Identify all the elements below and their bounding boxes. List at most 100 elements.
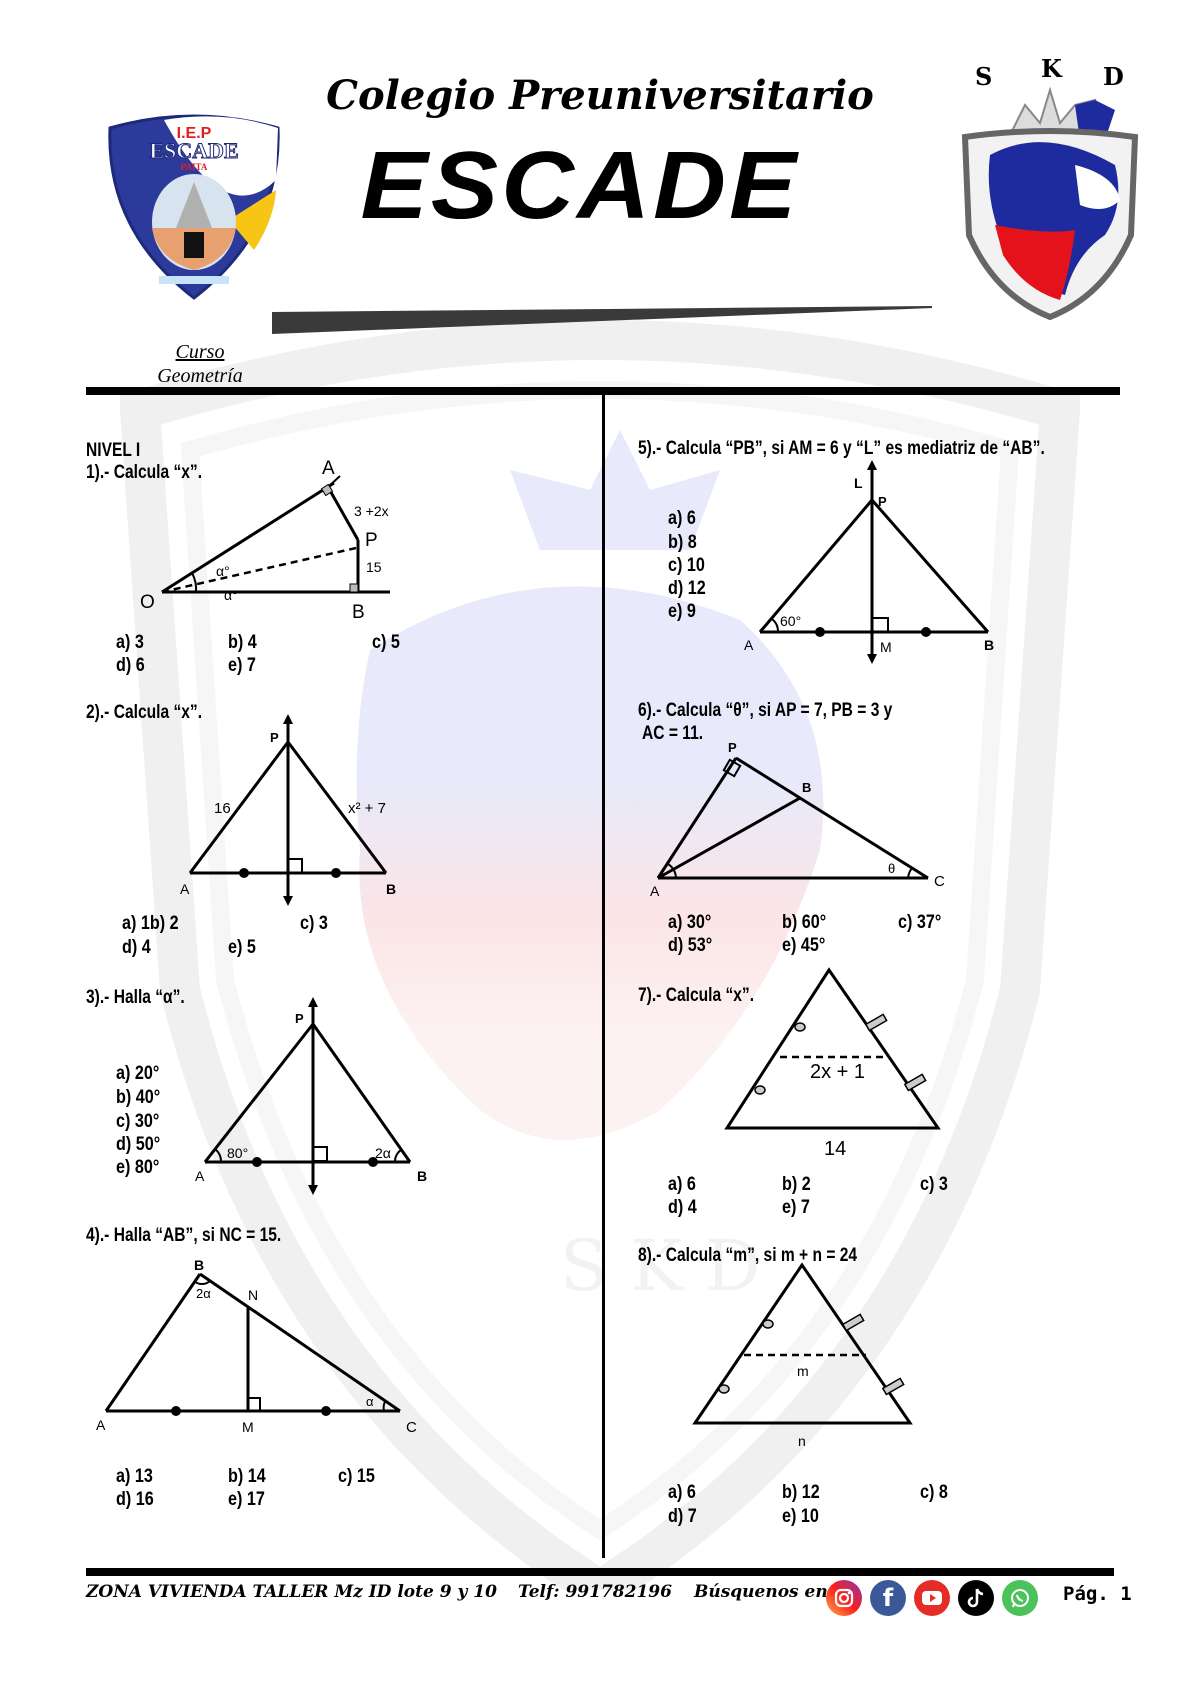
instagram-icon[interactable] [826,1580,862,1616]
option-d[interactable]: d) 50° [116,1134,161,1155]
option-e[interactable]: e) 10 [782,1506,819,1527]
option-d[interactable]: d) 7 [668,1506,697,1527]
svg-text:2α: 2α [375,1145,391,1161]
svg-text:P: P [728,740,737,755]
footer-phone: Telf: 991782196 [518,1582,672,1602]
youtube-icon[interactable] [914,1580,950,1616]
option-a[interactable]: a) 6 [668,508,696,529]
option-e[interactable]: e) 9 [668,601,696,622]
svg-text:N: N [248,1287,258,1303]
question-6-title: 6).- Calcula “θ”, si AP = 7, PB = 3 y [638,700,893,721]
option-a[interactable]: a) 30° [668,912,712,933]
svg-text:B: B [194,1257,204,1273]
header-subtitle: Colegio Preuniversitario [326,72,874,119]
bottom-rule [86,1568,1114,1576]
skd-lion-logo: S K D [961,55,1139,320]
option-b[interactable]: b) 60° [782,912,827,933]
svg-text:α: α [366,1394,374,1409]
facebook-icon[interactable]: f [870,1580,906,1616]
option-a[interactable]: a) 6 [668,1174,696,1195]
option-c[interactable]: c) 3 [300,913,328,934]
option-c[interactable]: c) 3 [920,1174,948,1195]
school-crest-logo: I.E.P ESCADE PAITA [108,114,280,300]
option-c[interactable]: c) 5 [372,632,400,653]
svg-text:15: 15 [366,559,382,575]
svg-text:n: n [798,1433,806,1449]
option-d[interactable]: d) 16 [116,1489,154,1510]
page-number: Pág. 1 [1063,1583,1132,1605]
svg-text:A: A [195,1168,205,1184]
option-c[interactable]: c) 15 [338,1466,375,1487]
option-b[interactable]: b) 4 [228,632,257,653]
header-divider-swoosh [272,306,932,334]
question-1-figure: O A B P 3 +2x 15 α° α° [140,458,390,623]
svg-text:80°: 80° [227,1145,248,1161]
option-b[interactable]: b) 12 [782,1482,820,1503]
option-a[interactable]: a) 1b) 2 [122,913,179,934]
option-a[interactable]: a) 13 [116,1466,153,1487]
course-name: Geometría [157,365,243,387]
option-c[interactable]: c) 10 [668,555,705,576]
svg-text:m: m [797,1363,809,1379]
option-c[interactable]: c) 37° [898,912,942,933]
svg-text:B: B [417,1168,427,1184]
svg-text:A: A [744,637,754,653]
svg-text:A: A [650,883,660,899]
option-b[interactable]: b) 8 [668,532,697,553]
svg-text:D: D [1103,62,1124,91]
option-b[interactable]: b) 2 [782,1174,811,1195]
svg-text:L: L [854,475,863,491]
svg-text:A: A [96,1417,106,1433]
svg-text:S K D: S K D [560,1225,761,1307]
option-d[interactable]: d) 12 [668,578,706,599]
svg-text:I.E.P: I.E.P [177,125,212,142]
svg-text:B: B [352,602,365,623]
svg-text:B: B [386,881,396,897]
svg-text:P: P [270,730,279,745]
svg-text:S: S [975,62,992,91]
top-rule [86,387,1120,395]
course-label: Curso [175,341,225,363]
option-d[interactable]: d) 53° [668,935,713,956]
svg-text:P: P [878,494,887,509]
tiktok-icon[interactable] [958,1580,994,1616]
question-6-title-line2: AC = 11. [642,723,704,744]
option-b[interactable]: b) 14 [228,1466,266,1487]
svg-text:A: A [180,881,190,897]
svg-text:x² + 7: x² + 7 [348,800,386,817]
question-7-figure: 2x + 1 14 [724,967,941,1160]
option-e[interactable]: e) 5 [228,937,256,958]
svg-text:A: A [322,458,335,479]
option-e[interactable]: e) 7 [782,1197,810,1218]
option-e[interactable]: e) 17 [228,1489,265,1510]
question-2-figure: P A B 16 x² + 7 [180,714,396,906]
option-a[interactable]: a) 6 [668,1482,696,1503]
svg-text:3 +2x: 3 +2x [354,503,389,519]
option-c[interactable]: c) 8 [920,1482,948,1503]
whatsapp-icon[interactable] [1002,1580,1038,1616]
question-7-title: 7).- Calcula “x”. [638,985,755,1006]
question-8-title: 8).- Calcula “m”, si m + n = 24 [638,1245,858,1266]
svg-text:60°: 60° [780,613,801,629]
option-a[interactable]: a) 3 [116,632,144,653]
svg-text:K: K [1041,55,1063,83]
svg-text:2α: 2α [196,1286,211,1301]
question-5-figure: L P A M B 60° [744,460,994,664]
question-4-title: 4).- Halla “AB”, si NC = 15. [86,1225,282,1246]
question-4-figure: B A C N M 2α α [96,1257,417,1436]
option-a[interactable]: a) 20° [116,1063,160,1084]
option-c[interactable]: c) 30° [116,1111,160,1132]
svg-text:16: 16 [214,800,231,817]
svg-text:M: M [880,639,892,655]
option-d[interactable]: d) 4 [668,1197,697,1218]
option-e[interactable]: e) 45° [782,935,826,956]
level-heading: NIVEL I [86,440,141,461]
option-e[interactable]: e) 80° [116,1157,160,1178]
option-d[interactable]: d) 4 [122,937,151,958]
option-e[interactable]: e) 7 [228,655,256,676]
svg-text:2x + 1: 2x + 1 [810,1061,865,1083]
option-b[interactable]: b) 40° [116,1087,161,1108]
option-d[interactable]: d) 6 [116,655,145,676]
svg-text:α°: α° [216,563,230,579]
column-divider [602,395,605,1558]
